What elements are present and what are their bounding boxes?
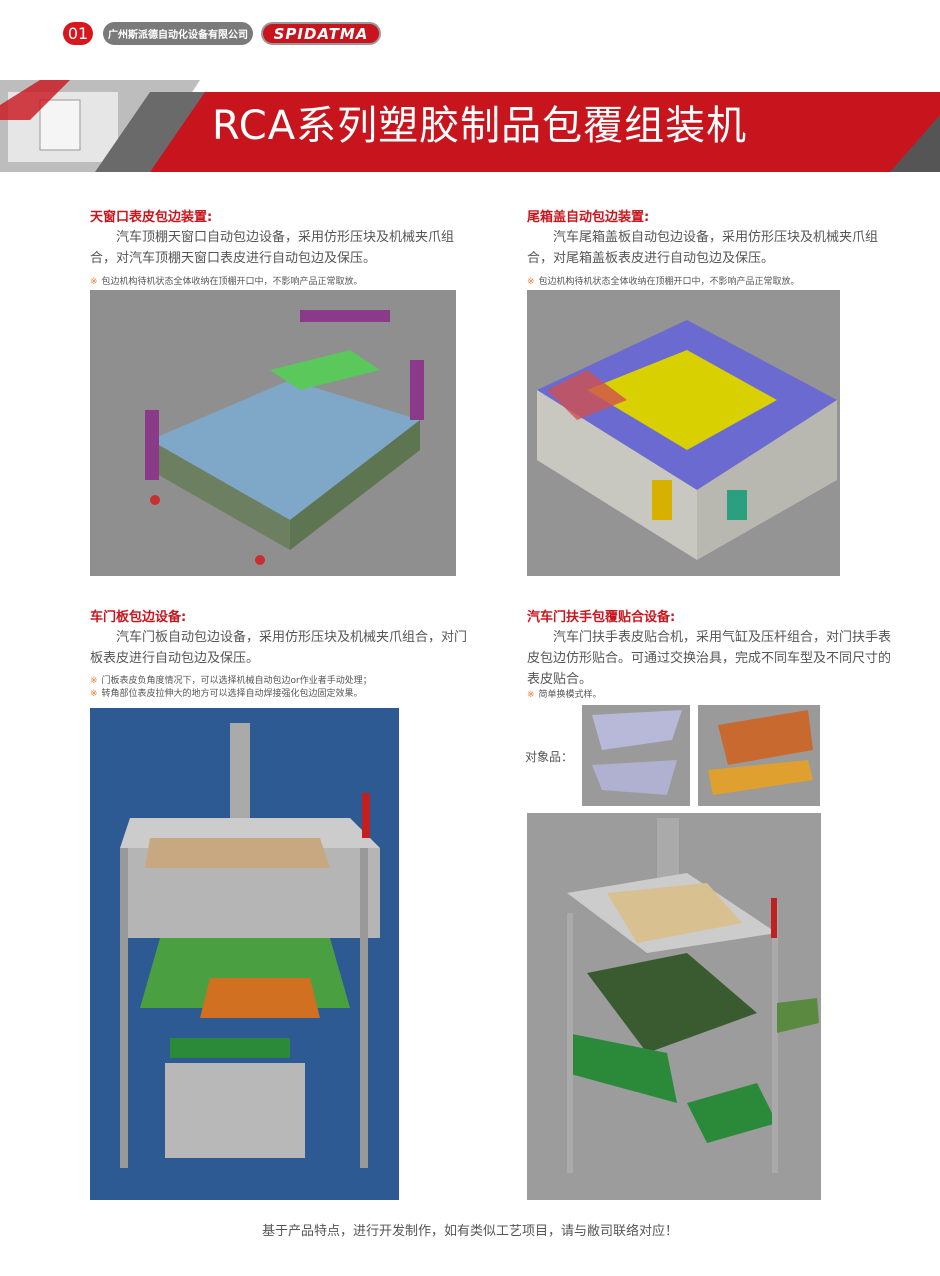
object-sample-image-1 xyxy=(582,705,690,806)
armrest-machine-image xyxy=(527,813,821,1200)
section-heading-armrest: 汽车门扶手包覆贴合设备: xyxy=(527,610,676,625)
note: ※包边机构待机状态全体收纳在顶棚开口中，不影响产品正常取放。 xyxy=(90,277,363,287)
note: ※门板表皮负角度情况下，可以选择机械自动包边or作业者手动处理； xyxy=(90,676,372,686)
note: ※转角部位表皮拉伸大的地方可以选择自动焊接强化包边固定效果。 xyxy=(90,689,363,699)
trunk-machine-image xyxy=(527,290,840,576)
page-number: 01 xyxy=(63,22,93,45)
section-body-door-panel: 汽车门板自动包边设备，采用仿形压块及机械夹爪组合，对门板表皮进行自动包边及保压。 xyxy=(90,630,468,666)
section-body-trunk: 汽车尾箱盖板自动包边设备，采用仿形压块及机械夹爪组合，对尾箱盖板表皮进行自动包边… xyxy=(527,230,879,266)
title-banner xyxy=(0,80,940,172)
object-sample-image-2 xyxy=(698,705,820,806)
object-label: 对象品： xyxy=(525,750,574,764)
page-title: RCA系列塑胶制品包覆组装机 xyxy=(212,103,748,149)
section-body-armrest: 汽车门扶手表皮贴合机，采用气缸及压杆组合，对门扶手表皮包边仿形贴合。可通过交换治… xyxy=(527,630,892,687)
section-body-sunroof: 汽车顶棚天窗口自动包边设备，采用仿形压块及机械夹爪组合，对汽车顶棚天窗口表皮进行… xyxy=(90,230,455,266)
sunroof-machine-image xyxy=(90,290,456,576)
note-mark: ※ xyxy=(90,277,98,287)
section-heading-trunk: 尾箱盖自动包边装置: xyxy=(527,210,650,225)
footer-text: 基于产品特点，进行开发制作，如有类似工艺项目，请与敝司联络对应！ xyxy=(261,1224,678,1239)
section-heading-sunroof: 天窗口表皮包边装置: xyxy=(90,210,213,225)
brand-logo: SPIDATMA xyxy=(261,22,381,45)
section-heading-door-panel: 车门板包边设备: xyxy=(90,610,187,625)
door-panel-machine-image xyxy=(90,708,399,1200)
note: ※包边机构待机状态全体收纳在顶棚开口中，不影响产品正常取放。 xyxy=(527,277,800,287)
company-name: 广州斯派德自动化设备有限公司 xyxy=(103,22,253,45)
note: ※简单换模式样。 xyxy=(527,690,602,700)
